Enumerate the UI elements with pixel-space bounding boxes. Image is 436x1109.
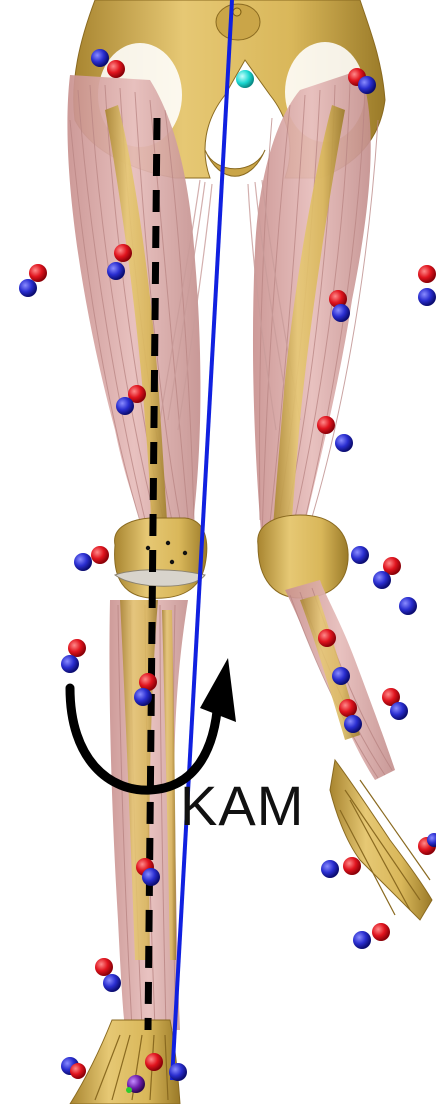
marker-red — [339, 699, 357, 717]
right-foot — [70, 1020, 180, 1104]
marker-red — [114, 244, 132, 262]
marker-blue — [373, 571, 391, 589]
marker-blue — [358, 76, 376, 94]
marker-red — [91, 546, 109, 564]
marker-blue — [399, 597, 417, 615]
marker-blue — [116, 397, 134, 415]
marker-blue — [351, 546, 369, 564]
marker-red — [372, 923, 390, 941]
marker-green — [126, 1087, 132, 1093]
marker-blue — [107, 262, 125, 280]
marker-blue — [353, 931, 371, 949]
marker-red — [95, 958, 113, 976]
marker-red — [145, 1053, 163, 1071]
moment-label: KAM — [180, 778, 304, 834]
marker-blue — [332, 304, 350, 322]
right-knee — [115, 518, 207, 598]
marker-blue — [390, 702, 408, 720]
marker-red — [317, 416, 335, 434]
marker-blue — [418, 288, 436, 306]
marker-blue — [103, 974, 121, 992]
left-foot — [330, 760, 432, 920]
marker-blue — [142, 868, 160, 886]
marker-blue — [169, 1063, 187, 1081]
marker-red — [29, 264, 47, 282]
marker-blue — [344, 715, 362, 733]
marker-red — [418, 265, 436, 283]
marker-blue — [321, 860, 339, 878]
marker-red — [70, 1063, 86, 1079]
marker-red — [343, 857, 361, 875]
marker-cyan — [236, 70, 254, 88]
marker-red — [318, 629, 336, 647]
marker-blue — [134, 688, 152, 706]
marker-blue — [74, 553, 92, 571]
marker-red — [107, 60, 125, 78]
marker-blue — [19, 279, 37, 297]
marker-blue — [91, 49, 109, 67]
marker-red — [68, 639, 86, 657]
marker-blue — [332, 667, 350, 685]
marker-blue — [61, 655, 79, 673]
marker-blue — [335, 434, 353, 452]
